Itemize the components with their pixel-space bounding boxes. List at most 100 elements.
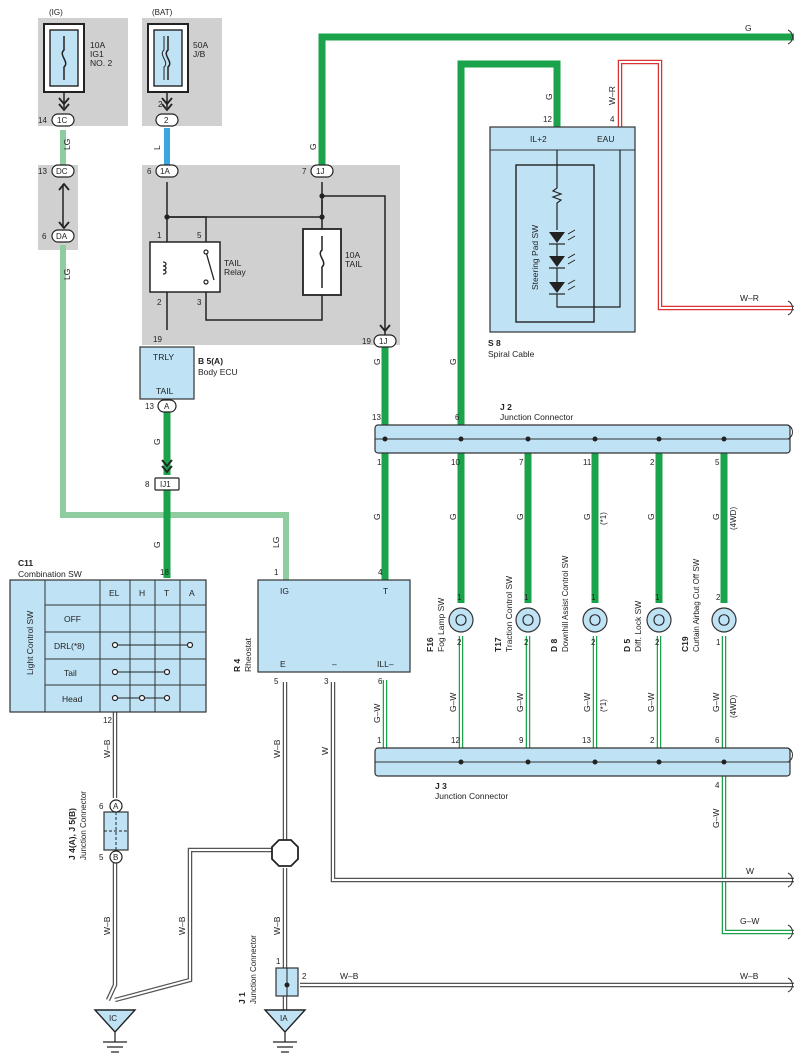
conn-1a: 1A <box>160 167 170 176</box>
wire-label-g-combo: G <box>152 541 162 548</box>
steering-pad-box <box>515 164 595 323</box>
wire-label-gw-j3: G–W <box>711 809 721 828</box>
sw4-code: D 5 <box>622 639 632 653</box>
ecu-name: Body ECU <box>198 367 238 377</box>
conn-2: 2 <box>164 116 169 125</box>
wire-label-wb-j1: W–B <box>272 916 282 935</box>
conn-j4-b-pin: 5 <box>99 853 104 862</box>
combo-code: C11 <box>18 558 33 568</box>
j1-connector <box>275 967 299 997</box>
sw3-name: Downhill Assist Control SW <box>561 555 570 652</box>
j2-pin-2: 2 <box>650 458 655 467</box>
conn-da-pin: 6 <box>42 232 47 241</box>
wire-label-wb-rheo: W–B <box>272 739 282 758</box>
spiral-pin4: 4 <box>610 115 615 124</box>
rheo-pin-1: 1 <box>274 568 279 577</box>
sw2-code: T17 <box>493 637 503 652</box>
combo-pin-18: 18 <box>160 568 169 577</box>
j2-pin-10: 10 <box>451 458 460 467</box>
conn-j4-a-pin: 6 <box>99 802 104 811</box>
j3-pin-1: 1 <box>377 736 382 745</box>
wire-label-gw-rheo: G–W <box>372 704 382 723</box>
fuse-bat <box>147 23 189 93</box>
j2-bar <box>374 424 791 454</box>
conn-2-pin: 2 <box>158 100 163 109</box>
fuse-ig-l1: 10A <box>90 40 105 50</box>
j2-pin-6: 6 <box>455 413 460 422</box>
sw4-pin-bot: 2 <box>655 638 660 647</box>
j2-pin-1: 1 <box>377 458 382 467</box>
gw-wires <box>382 636 794 935</box>
j1-pin-1: 1 <box>276 957 281 966</box>
rheo-pin-3: 3 <box>324 677 329 686</box>
combo-row-head: Head <box>62 694 83 704</box>
j3-name: Junction Connector <box>435 791 508 801</box>
sw5-code: C19 <box>680 636 690 652</box>
relay-l1: TAIL <box>224 258 242 268</box>
conn-1j-top: 1J <box>316 167 324 176</box>
wire-label-g-top: G <box>745 23 752 33</box>
conn-ij1-pin: 8 <box>145 480 150 489</box>
junction-dot <box>319 214 325 220</box>
j3-pin-6: 6 <box>715 736 720 745</box>
combo-name: Combination SW <box>18 569 82 579</box>
j3-pin-13: 13 <box>582 736 591 745</box>
sw4-name: Diff. Lock SW <box>633 601 643 652</box>
connector-markers <box>51 97 397 864</box>
wire-label-g-sw4: G <box>646 513 656 520</box>
wire-label-wb-combo: W–B <box>102 739 112 758</box>
conn-1c: 1C <box>57 116 67 125</box>
sw3-pin-top: 1 <box>591 593 596 602</box>
combo-col-t: T <box>164 588 169 598</box>
spiral-name: Spiral Cable <box>488 349 535 359</box>
j2-pin-11: 11 <box>583 458 592 467</box>
fuse-tail <box>302 228 342 296</box>
wire-label-gw-2: G–W <box>515 693 525 712</box>
spiral-eau: EAU <box>597 134 614 144</box>
wire-label-lg-rheo: LG <box>271 537 281 548</box>
ecu-tail: TAIL <box>156 386 174 396</box>
wire-label-note1-top: (*1) <box>599 512 608 525</box>
combo-side-label: Light Control SW <box>25 611 35 675</box>
sw5-pin-top: 2 <box>716 593 721 602</box>
wire-label-gw-right: G–W <box>740 916 759 926</box>
j1-code: J 1 <box>237 992 247 1004</box>
fuse-bat-l2: J/B <box>193 49 206 59</box>
wire-label-4wd-bot: (4WD) <box>729 695 738 718</box>
combo-row-off: OFF <box>64 614 81 624</box>
sw1-code: F16 <box>425 637 435 652</box>
combination-sw <box>9 579 207 713</box>
wire-g-main <box>318 33 794 168</box>
wire-label-4wd-top: (4WD) <box>729 507 738 530</box>
tail-relay <box>149 241 221 293</box>
wire-label-gw-1: G–W <box>448 693 458 712</box>
combo-row-drl: DRL(*8) <box>54 641 85 651</box>
wire-label-gw-4: G–W <box>646 693 656 712</box>
wire-label-lg-1: LG <box>62 139 72 150</box>
rheo-e: E <box>280 659 286 669</box>
fuse-ig-l3: NO. 2 <box>90 58 112 68</box>
sw5-pin-bot: 1 <box>716 638 721 647</box>
ig-label: (IG) <box>49 8 63 17</box>
wire-label-lg-2: LG <box>62 269 72 280</box>
relay-l2: Relay <box>224 267 246 277</box>
combo-col-el: EL <box>109 588 120 598</box>
bat-label: (BAT) <box>152 8 173 17</box>
spiral-cable-box <box>489 126 636 333</box>
ecu-code: B 5(A) <box>198 356 223 366</box>
j1-name: Junction Connector <box>249 935 258 1004</box>
fuse-tail-l2: TAIL <box>345 259 363 269</box>
sw3-code: D 8 <box>549 639 559 653</box>
conn-dc: DC <box>56 167 68 176</box>
wb-wires <box>105 682 794 1010</box>
switch-bulbs <box>448 607 737 633</box>
j2-pin-7: 7 <box>519 458 524 467</box>
wire-lg-2 <box>60 245 289 580</box>
wire-label-w: W <box>320 747 330 755</box>
wire-label-wb-far: W–B <box>740 971 759 981</box>
wire-wr <box>617 59 794 311</box>
sw1-pin-bot: 2 <box>457 638 462 647</box>
spiral-pin12: 12 <box>543 115 552 124</box>
j4-code: J 4(A), J 5(B) <box>67 808 77 860</box>
combo-col-h: H <box>139 588 145 598</box>
